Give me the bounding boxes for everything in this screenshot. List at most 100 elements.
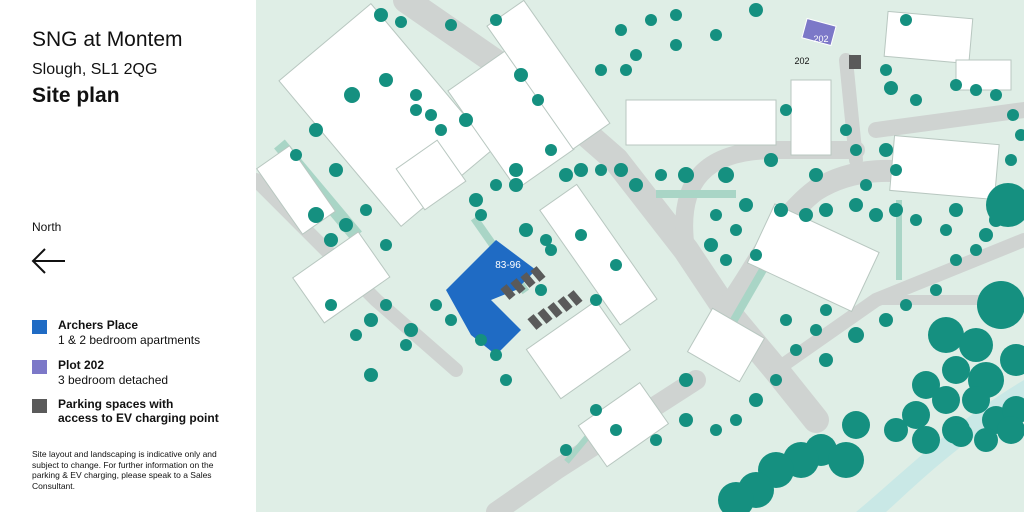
tree (780, 104, 792, 116)
tree (739, 198, 753, 212)
trees (290, 3, 1024, 512)
tree (879, 143, 893, 157)
tree (790, 344, 802, 356)
tree (950, 254, 962, 266)
tree (395, 16, 407, 28)
archers-place-label: 83-96 (495, 260, 521, 271)
tree (509, 163, 523, 177)
tree (445, 19, 457, 31)
tree (344, 87, 360, 103)
tree (490, 349, 502, 361)
tree (842, 411, 870, 439)
plot-202-building[interactable] (801, 17, 837, 47)
tree (928, 317, 964, 353)
tree (655, 169, 667, 181)
legend-item-subtitle: 1 & 2 bedroom apartments (58, 333, 201, 347)
tree (610, 259, 622, 271)
tree (519, 223, 533, 237)
tree (710, 424, 722, 436)
tree (979, 228, 993, 242)
tree (749, 3, 763, 17)
tree (309, 123, 323, 137)
tree (962, 386, 990, 414)
legend-item-subtitle: 3 bedroom detached (58, 373, 169, 387)
legend-item-title: Plot 202 (58, 358, 105, 372)
tree (308, 207, 324, 223)
tree (514, 68, 528, 82)
tree (595, 64, 607, 76)
ev-parking-spaces[interactable] (500, 55, 861, 330)
tree (670, 9, 682, 21)
tree (997, 416, 1024, 444)
tree (977, 281, 1024, 329)
site-plan-map: 83-96 202 202 (256, 0, 1024, 512)
tree (678, 167, 694, 183)
tree (509, 178, 523, 192)
tree (574, 163, 588, 177)
plot-202-outside-label: 202 (794, 56, 809, 66)
tree (380, 239, 392, 251)
site-plan-heading: Site plan (32, 84, 120, 107)
tree (364, 313, 378, 327)
tree (850, 144, 862, 156)
tree (942, 356, 970, 384)
tree (545, 144, 557, 156)
tree (575, 229, 587, 241)
tree (848, 327, 864, 343)
tree (940, 224, 952, 236)
tree (718, 482, 754, 512)
tree (718, 167, 734, 183)
tree (902, 401, 930, 429)
tree (490, 179, 502, 191)
tree (990, 89, 1002, 101)
tree (764, 153, 778, 167)
tree (590, 294, 602, 306)
tree (860, 179, 872, 191)
tree (339, 218, 353, 232)
north-road (839, 53, 863, 167)
tree (559, 168, 573, 182)
archers-place-building[interactable] (446, 240, 536, 355)
tree (828, 442, 864, 478)
tree (932, 386, 960, 414)
archers-place-swatch (32, 320, 47, 334)
tree (410, 104, 422, 116)
north-arrow-icon (31, 248, 65, 274)
tree (884, 418, 908, 442)
tree (884, 81, 898, 95)
tree (900, 299, 912, 311)
tree (730, 224, 742, 236)
tree (364, 368, 378, 382)
tree (750, 249, 762, 261)
tree (930, 284, 942, 296)
tree (710, 209, 722, 221)
tree (970, 244, 982, 256)
tree (986, 183, 1024, 227)
tree (590, 404, 602, 416)
tree (819, 353, 833, 367)
legend-panel: SNG at Montem Slough, SL1 2QG Site plan … (0, 0, 256, 512)
tree (290, 149, 302, 161)
tree (475, 334, 487, 346)
tree (840, 124, 852, 136)
tree (560, 444, 572, 456)
tree (614, 163, 628, 177)
tree (770, 374, 782, 386)
tree (879, 313, 893, 327)
north-label: North (32, 220, 62, 234)
tree (730, 414, 742, 426)
tree (974, 428, 998, 452)
plot-202-label: 202 (813, 34, 828, 44)
north-east-road (868, 102, 1024, 138)
tree (720, 254, 732, 266)
tree (500, 374, 512, 386)
tree (645, 14, 657, 26)
tree (679, 413, 693, 427)
tree (1000, 344, 1024, 376)
disclaimer-text: Site layout and landscaping is indicativ… (32, 449, 217, 491)
tree (949, 203, 963, 217)
tree (774, 203, 788, 217)
tree (890, 164, 902, 176)
tree (540, 234, 552, 246)
tree (435, 124, 447, 136)
